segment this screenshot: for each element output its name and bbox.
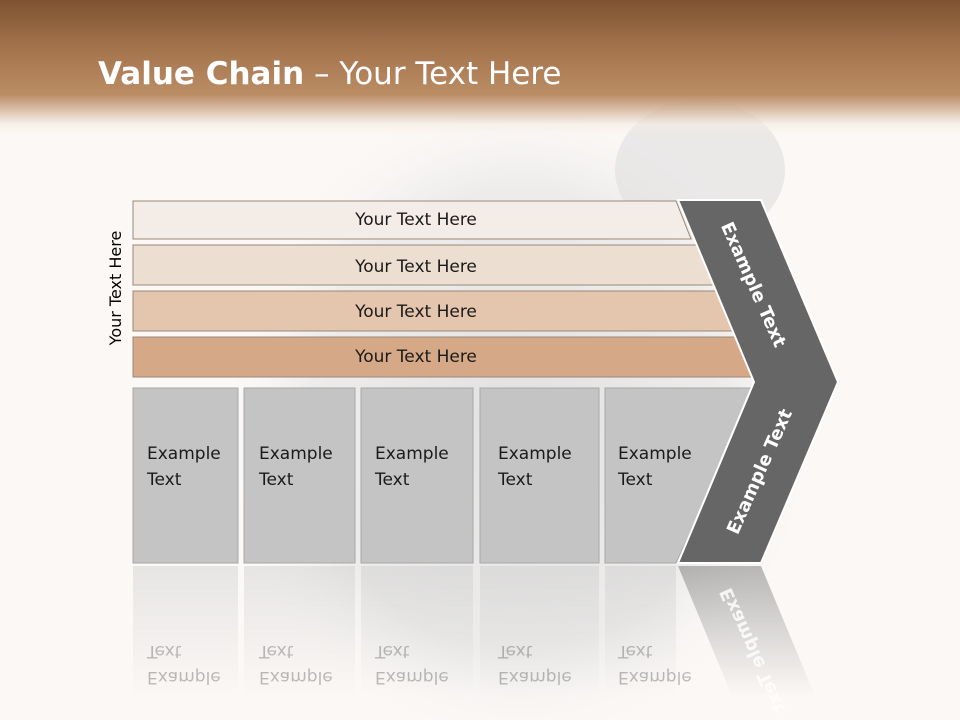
box-4 [479, 387, 600, 564]
boxes-group: Example Text Example Text Example Text E… [132, 387, 762, 564]
box-1-line2: Text [146, 470, 182, 490]
box-5-line1: Example [618, 444, 692, 464]
chevron-group: Example Text Example Text [676, 199, 840, 564]
box-5-reflection-line2: Text [617, 641, 653, 661]
bar-1-label: Your Text Here [354, 210, 477, 230]
box-3-reflection [361, 566, 473, 696]
chevron-reflection [678, 566, 815, 696]
chevron-arrow [676, 199, 840, 564]
bar-3-label: Your Text Here [354, 302, 477, 322]
box-4-line2: Text [497, 470, 533, 490]
box-3 [360, 387, 474, 564]
box-3-reflection-line2: Text [374, 641, 410, 661]
bars-group: Your Text Here Your Text Here Your Text … [132, 200, 764, 378]
box-2-reflection-line2: Text [258, 641, 294, 661]
box-4-reflection-line2: Text [497, 641, 533, 661]
box-1-reflection [133, 566, 238, 696]
box-4-reflection-line1: Example [498, 667, 572, 687]
box-4-reflection [480, 566, 599, 696]
box-3-line1: Example [375, 444, 449, 464]
box-2-reflection [244, 566, 355, 696]
box-5-reflection [605, 566, 676, 696]
box-2 [243, 387, 356, 564]
bar-4-label: Your Text Here [354, 347, 477, 367]
bar-2-label: Your Text Here [354, 257, 477, 277]
box-1-line1: Example [147, 444, 221, 464]
box-1 [132, 387, 239, 564]
header-band [0, 0, 960, 135]
box-1-reflection-line2: Text [146, 641, 182, 661]
box-5-reflection-line1: Example [618, 667, 692, 687]
vertical-label: Your Text Here [106, 231, 125, 347]
box-5-line2: Text [617, 470, 653, 490]
slide-title: Value Chain – Your Text Here [98, 54, 561, 94]
reflection-group: Example Text Example Text Example Text E… [133, 566, 815, 716]
box-1-reflection-line1: Example [147, 667, 221, 687]
box-3-line2: Text [374, 470, 410, 490]
box-2-line1: Example [259, 444, 333, 464]
title-bold: Value Chain [98, 56, 305, 92]
title-rest: – Your Text Here [304, 56, 562, 92]
box-2-line2: Text [258, 470, 294, 490]
bar-1 [132, 200, 692, 240]
box-4-line1: Example [498, 444, 572, 464]
box-2-reflection-line1: Example [259, 667, 333, 687]
box-3-reflection-line1: Example [375, 667, 449, 687]
